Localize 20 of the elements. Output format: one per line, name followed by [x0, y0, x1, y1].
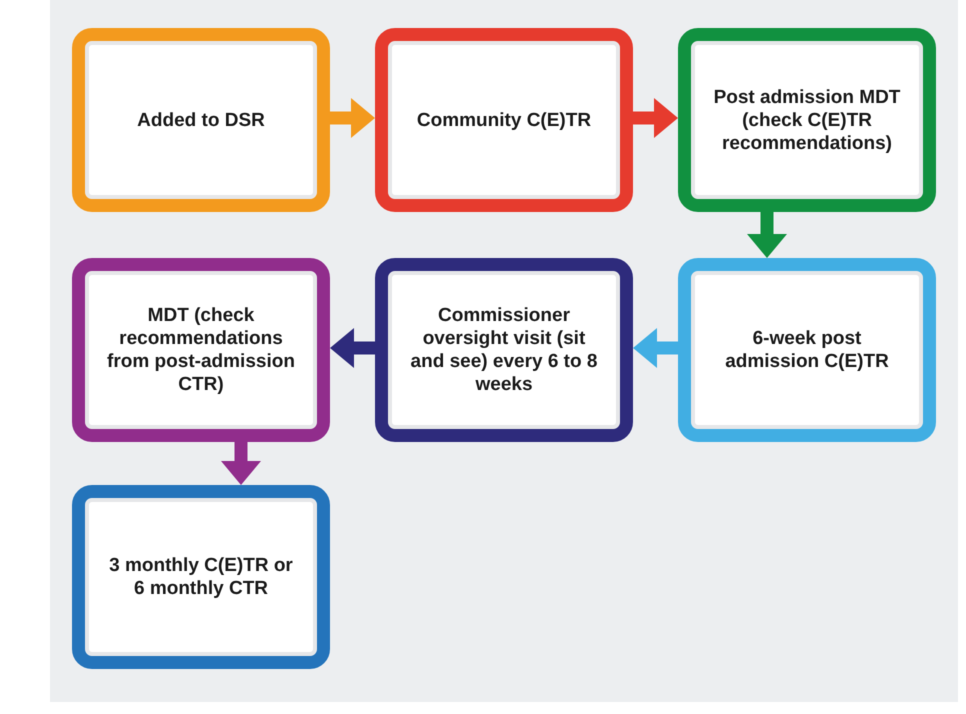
box-label: Post admission MDT (check C(E)TR recommendations): [712, 86, 902, 154]
process-box: [678, 258, 936, 442]
process-box: [678, 28, 936, 212]
arrow: [330, 98, 375, 138]
process-box: [72, 258, 330, 442]
process-box: [375, 258, 633, 442]
arrow: [633, 98, 678, 138]
box-label: Community C(E)TR: [416, 108, 592, 132]
box-label: Commissioner oversight visit (sit and see) every 6 to 8 weeks: [410, 304, 598, 396]
box-label: 3 monthly C(E)TR or 6 monthly CTR: [108, 554, 294, 600]
arrow: [747, 212, 787, 258]
box-label: MDT (check recommendations from post-admission CTR): [106, 304, 296, 396]
process-box: [72, 28, 330, 212]
arrow: [330, 328, 375, 368]
arrow: [221, 442, 261, 485]
process-box: [72, 485, 330, 669]
arrow: [633, 328, 678, 368]
box-label: 6-week post admission C(E)TR: [724, 327, 890, 373]
box-label: Added to DSR: [137, 108, 265, 132]
process-box: [375, 28, 633, 212]
